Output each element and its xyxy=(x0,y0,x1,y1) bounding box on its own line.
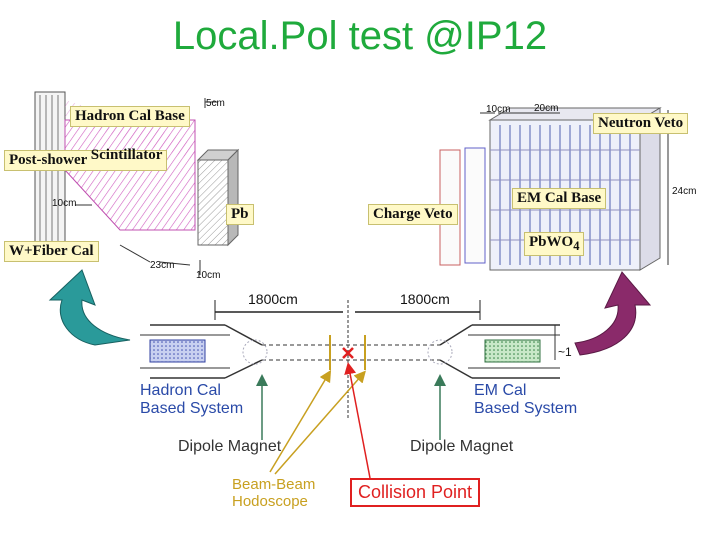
distance-left: 1800cm xyxy=(248,291,298,307)
beamline xyxy=(140,324,560,379)
hadron-cal-system-label: Hadron Cal Based System xyxy=(140,382,243,418)
dim-10cm-right: 10cm xyxy=(486,104,511,115)
hadron-cal-base-label: Hadron Cal Base xyxy=(70,106,190,127)
neutron-veto-label: Neutron Veto xyxy=(593,113,689,134)
distance-right: 1800cm xyxy=(400,291,450,307)
em-cal-system-line2: Based System xyxy=(474,400,578,417)
approx-label: ~1 xyxy=(558,345,572,359)
dipole-magnet-right-label: Dipole Magnet xyxy=(410,438,514,455)
slide-title: Local.Pol test @IP12 xyxy=(172,14,548,58)
pbwo4-subscript: 4 xyxy=(573,239,580,253)
dipole-magnet-left-label: Dipole Magnet xyxy=(178,438,282,455)
hodoscope-line2: Hodoscope xyxy=(232,493,308,510)
dim-20cm: 20cm xyxy=(534,103,559,114)
em-cal-system-line1: EM Cal xyxy=(474,382,527,399)
hodoscope-line1: Beam-Beam xyxy=(232,476,316,493)
collision-point-label: Collision Point xyxy=(350,478,481,507)
dim-23cm: 23cm xyxy=(150,260,175,271)
scintillator-text: Scintillator xyxy=(90,147,163,163)
em-cal-system-label: EM Cal Based System xyxy=(474,382,577,418)
dim-10cm-bottom: 10cm xyxy=(196,270,221,281)
pbwo4-label: PbWO4 xyxy=(524,232,585,256)
pbwo4-text: PbWO xyxy=(529,234,574,250)
hadron-cal-system-line2: Based System xyxy=(140,400,244,417)
em-cal-base-label: EM Cal Base xyxy=(512,188,607,209)
hadron-detector-drawing xyxy=(34,91,240,275)
charge-veto-label: Charge Veto xyxy=(368,204,458,225)
dim-10cm-left: 10cm xyxy=(52,198,77,209)
hadron-cal-system-line1: Hadron Cal xyxy=(140,382,221,399)
w-fiber-cal-label: W+Fiber Cal xyxy=(4,241,99,262)
pb-label: Pb xyxy=(226,204,254,225)
hodoscope-label: Beam-Beam Hodoscope xyxy=(232,476,315,510)
em-arrow xyxy=(574,271,652,356)
dim-5cm: 5cm xyxy=(206,98,225,109)
post-shower-label: Post-shower Scintillator xyxy=(4,147,168,171)
hadron-arrow xyxy=(48,269,131,346)
dim-24cm: 24cm xyxy=(672,186,697,197)
post-shower-text: Post-shower xyxy=(9,152,88,168)
